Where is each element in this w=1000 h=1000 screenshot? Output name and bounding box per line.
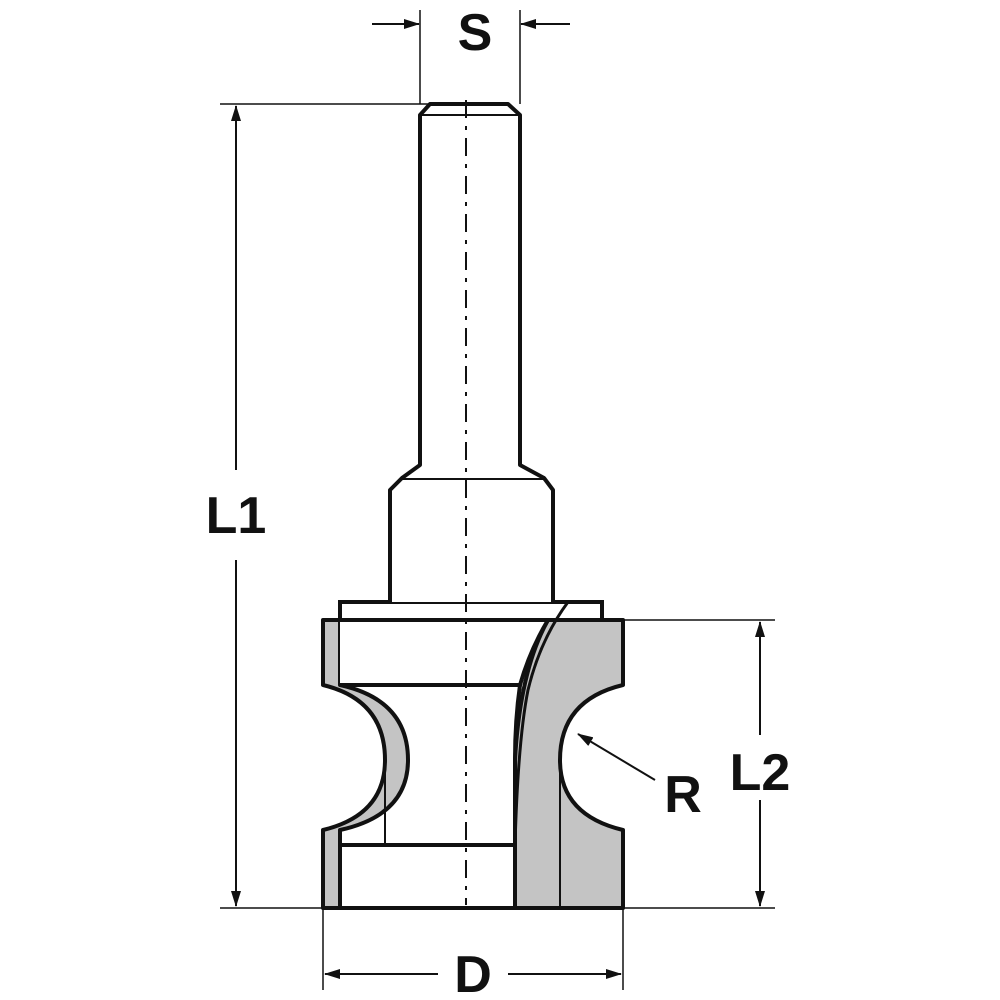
flute-edge [513, 601, 570, 846]
dimension-cutting-length: L2 [623, 619, 791, 909]
dimension-cutting-diameter: D [322, 908, 624, 1000]
upper-body [340, 618, 552, 687]
l1-label: L1 [206, 487, 267, 545]
shank [388, 102, 555, 602]
r-label: R [664, 766, 702, 824]
cutter-right-profile [513, 618, 625, 910]
d-label: D [454, 946, 492, 1000]
dimension-radius: R [577, 733, 702, 824]
shank-shaft [400, 102, 545, 480]
shank-neck [388, 476, 555, 602]
r-leader [577, 733, 656, 781]
s-label: S [458, 4, 493, 62]
l2-label: L2 [730, 744, 791, 802]
bit-body [323, 600, 623, 910]
bottom-base [338, 843, 517, 910]
dimension-overall-length: L1 [206, 103, 430, 909]
body-waist [340, 683, 523, 847]
dimension-shank-diameter: S [372, 4, 570, 104]
